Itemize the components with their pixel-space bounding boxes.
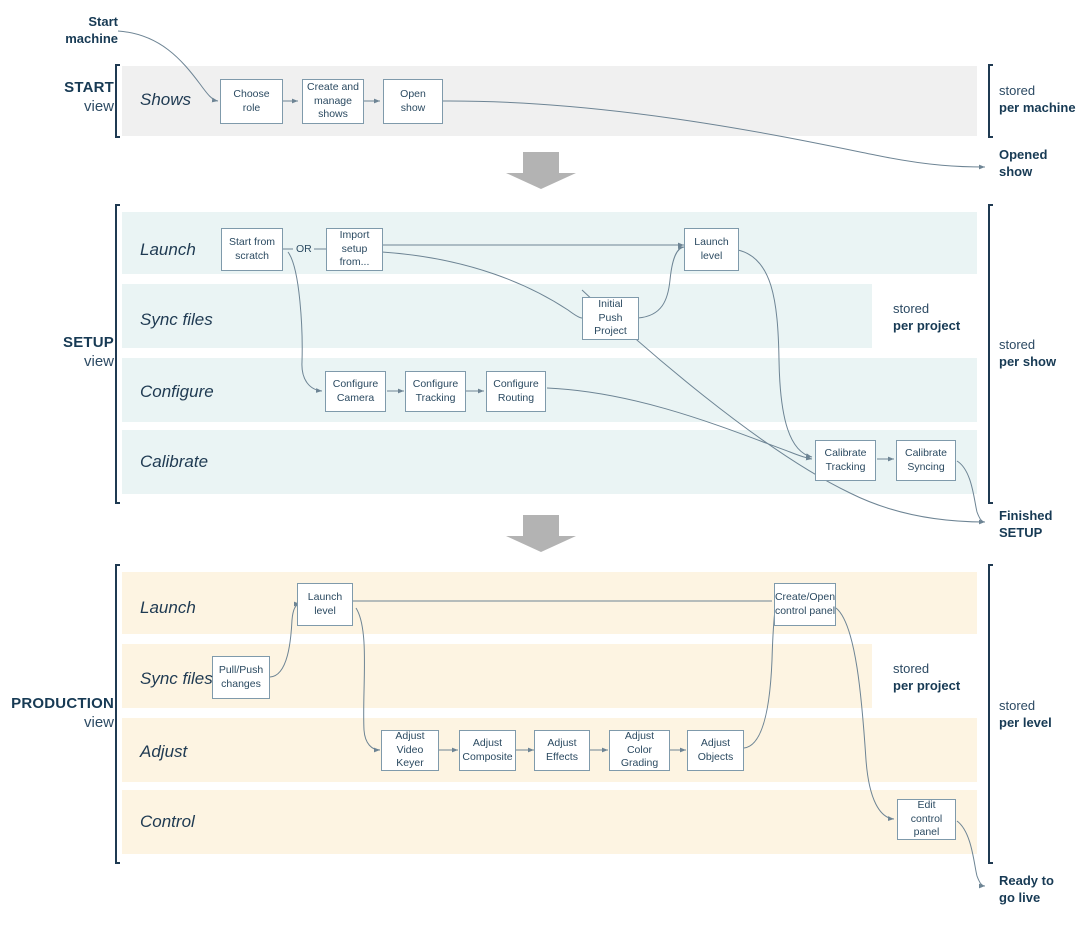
storage-note-setup-per-project: stored per project [893, 301, 960, 335]
storage-note-line1: stored [999, 698, 1036, 713]
storage-note-prod-per-project: stored per project [893, 661, 960, 695]
step-start-from-scratch[interactable]: Start from scratch [221, 228, 283, 271]
storage-note-line2: per level [999, 714, 1052, 730]
step-adjust-composite[interactable]: Adjust Composite [459, 730, 516, 771]
step-adjust-objects[interactable]: Adjust Objects [687, 730, 744, 771]
phase-name-setup: SETUP [62, 334, 114, 351]
phase-sub-start: view [83, 98, 114, 116]
phase-name-production: PRODUCTION [11, 695, 114, 712]
storage-note-line2: per project [893, 317, 961, 333]
lane-title-setup-syncfiles: Sync files [140, 310, 213, 329]
step-open-show[interactable]: Open show [383, 79, 443, 124]
lane-title-start-shows: Shows [140, 90, 192, 109]
lane-band-prod-control [122, 790, 977, 854]
step-adjust-color-grading[interactable]: Adjust Color Grading [609, 730, 670, 771]
endpoint-finished-setup: Finished SETUP [999, 508, 1052, 542]
step-prod-launch-level[interactable]: Launch level [297, 583, 353, 626]
lane-title-setup-launch: Launch [140, 240, 196, 259]
storage-note-line2: per project [893, 677, 961, 693]
storage-note-line1: stored [893, 301, 930, 316]
step-pull-push-changes[interactable]: Pull/Push changes [212, 656, 270, 699]
wire-launch-level-to-calibrate [737, 249, 813, 459]
step-import-setup-from[interactable]: Import setup from... [326, 228, 383, 271]
storage-note-setup-per-show: stored per show [999, 337, 1056, 371]
endpoint-opened-show: Opened show [999, 147, 1047, 181]
step-adjust-effects[interactable]: Adjust Effects [534, 730, 590, 771]
phase-label-setup: SETUP view [4, 333, 114, 371]
endpoint-ready-line1: Ready to [999, 873, 1054, 888]
step-configure-tracking[interactable]: Configure Tracking [405, 371, 466, 412]
step-calibrate-syncing[interactable]: Calibrate Syncing [896, 440, 956, 481]
phase-label-start: START view [4, 78, 114, 116]
wire-control-panel-to-edit [835, 607, 895, 821]
step-edit-control-panel[interactable]: Edit control panel [897, 799, 956, 840]
lane-title-prod-adjust: Adjust [140, 742, 188, 761]
step-configure-routing[interactable]: Configure Routing [486, 371, 546, 412]
step-setup-launch-level[interactable]: Launch level [684, 228, 739, 271]
phase-bracket-setup [115, 204, 120, 504]
entry-note-line1: Start [88, 14, 118, 29]
phase-transition-arrow-1 [506, 152, 576, 189]
storage-bracket-per-machine [988, 64, 993, 138]
phase-label-production: PRODUCTION view [0, 694, 114, 732]
step-create-and-manage-shows[interactable]: Create and manage shows [302, 79, 364, 124]
entry-note-line2: machine [65, 30, 118, 46]
storage-note-prod-per-level: stored per level [999, 698, 1052, 732]
lane-title-setup-configure: Configure [140, 382, 214, 401]
entry-note-start-machine: Start machine [65, 14, 118, 48]
label-or: OR [295, 243, 313, 255]
step-configure-camera[interactable]: Configure Camera [325, 371, 386, 412]
endpoint-opened-show-line1: Opened [999, 147, 1048, 162]
step-initial-push-project[interactable]: Initial Push Project [582, 297, 639, 340]
lane-title-prod-syncfiles: Sync files [140, 669, 213, 688]
step-create-open-control-panel[interactable]: Create/Open control panel [774, 583, 836, 626]
lane-title-prod-launch: Launch [140, 598, 196, 617]
storage-note-line2: per show [999, 353, 1057, 369]
storage-bracket-per-show [988, 204, 993, 504]
endpoint-ready-line2: go live [999, 889, 1041, 905]
endpoint-finished-setup-line2: SETUP [999, 524, 1043, 540]
lane-band-setup-configure [122, 358, 977, 422]
endpoint-opened-show-line2: show [999, 163, 1033, 179]
storage-note-line1: stored [893, 661, 930, 676]
endpoint-finished-setup-line1: Finished [999, 508, 1053, 523]
storage-note-line1: stored [999, 337, 1036, 352]
storage-note-line2: per machine [999, 99, 1076, 115]
step-choose-role[interactable]: Choose role [220, 79, 283, 124]
step-adjust-video-keyer[interactable]: Adjust Video Keyer [381, 730, 439, 771]
phase-bracket-production [115, 564, 120, 864]
phase-bracket-start [115, 64, 120, 138]
storage-bracket-per-level [988, 564, 993, 864]
lane-title-setup-calibrate: Calibrate [140, 452, 209, 471]
storage-note-line1: stored [999, 83, 1036, 98]
step-calibrate-tracking[interactable]: Calibrate Tracking [815, 440, 876, 481]
storage-note-per-machine: stored per machine [999, 83, 1076, 117]
phase-sub-production: view [83, 714, 114, 732]
endpoint-ready-to-go-live: Ready to go live [999, 873, 1054, 907]
phase-name-start: START [64, 79, 114, 96]
lane-band-setup-syncfiles [122, 284, 872, 348]
lane-band-prod-launch [122, 572, 977, 634]
lane-title-prod-control: Control [140, 812, 195, 831]
phase-sub-setup: view [83, 353, 114, 371]
phase-transition-arrow-2 [506, 515, 576, 552]
